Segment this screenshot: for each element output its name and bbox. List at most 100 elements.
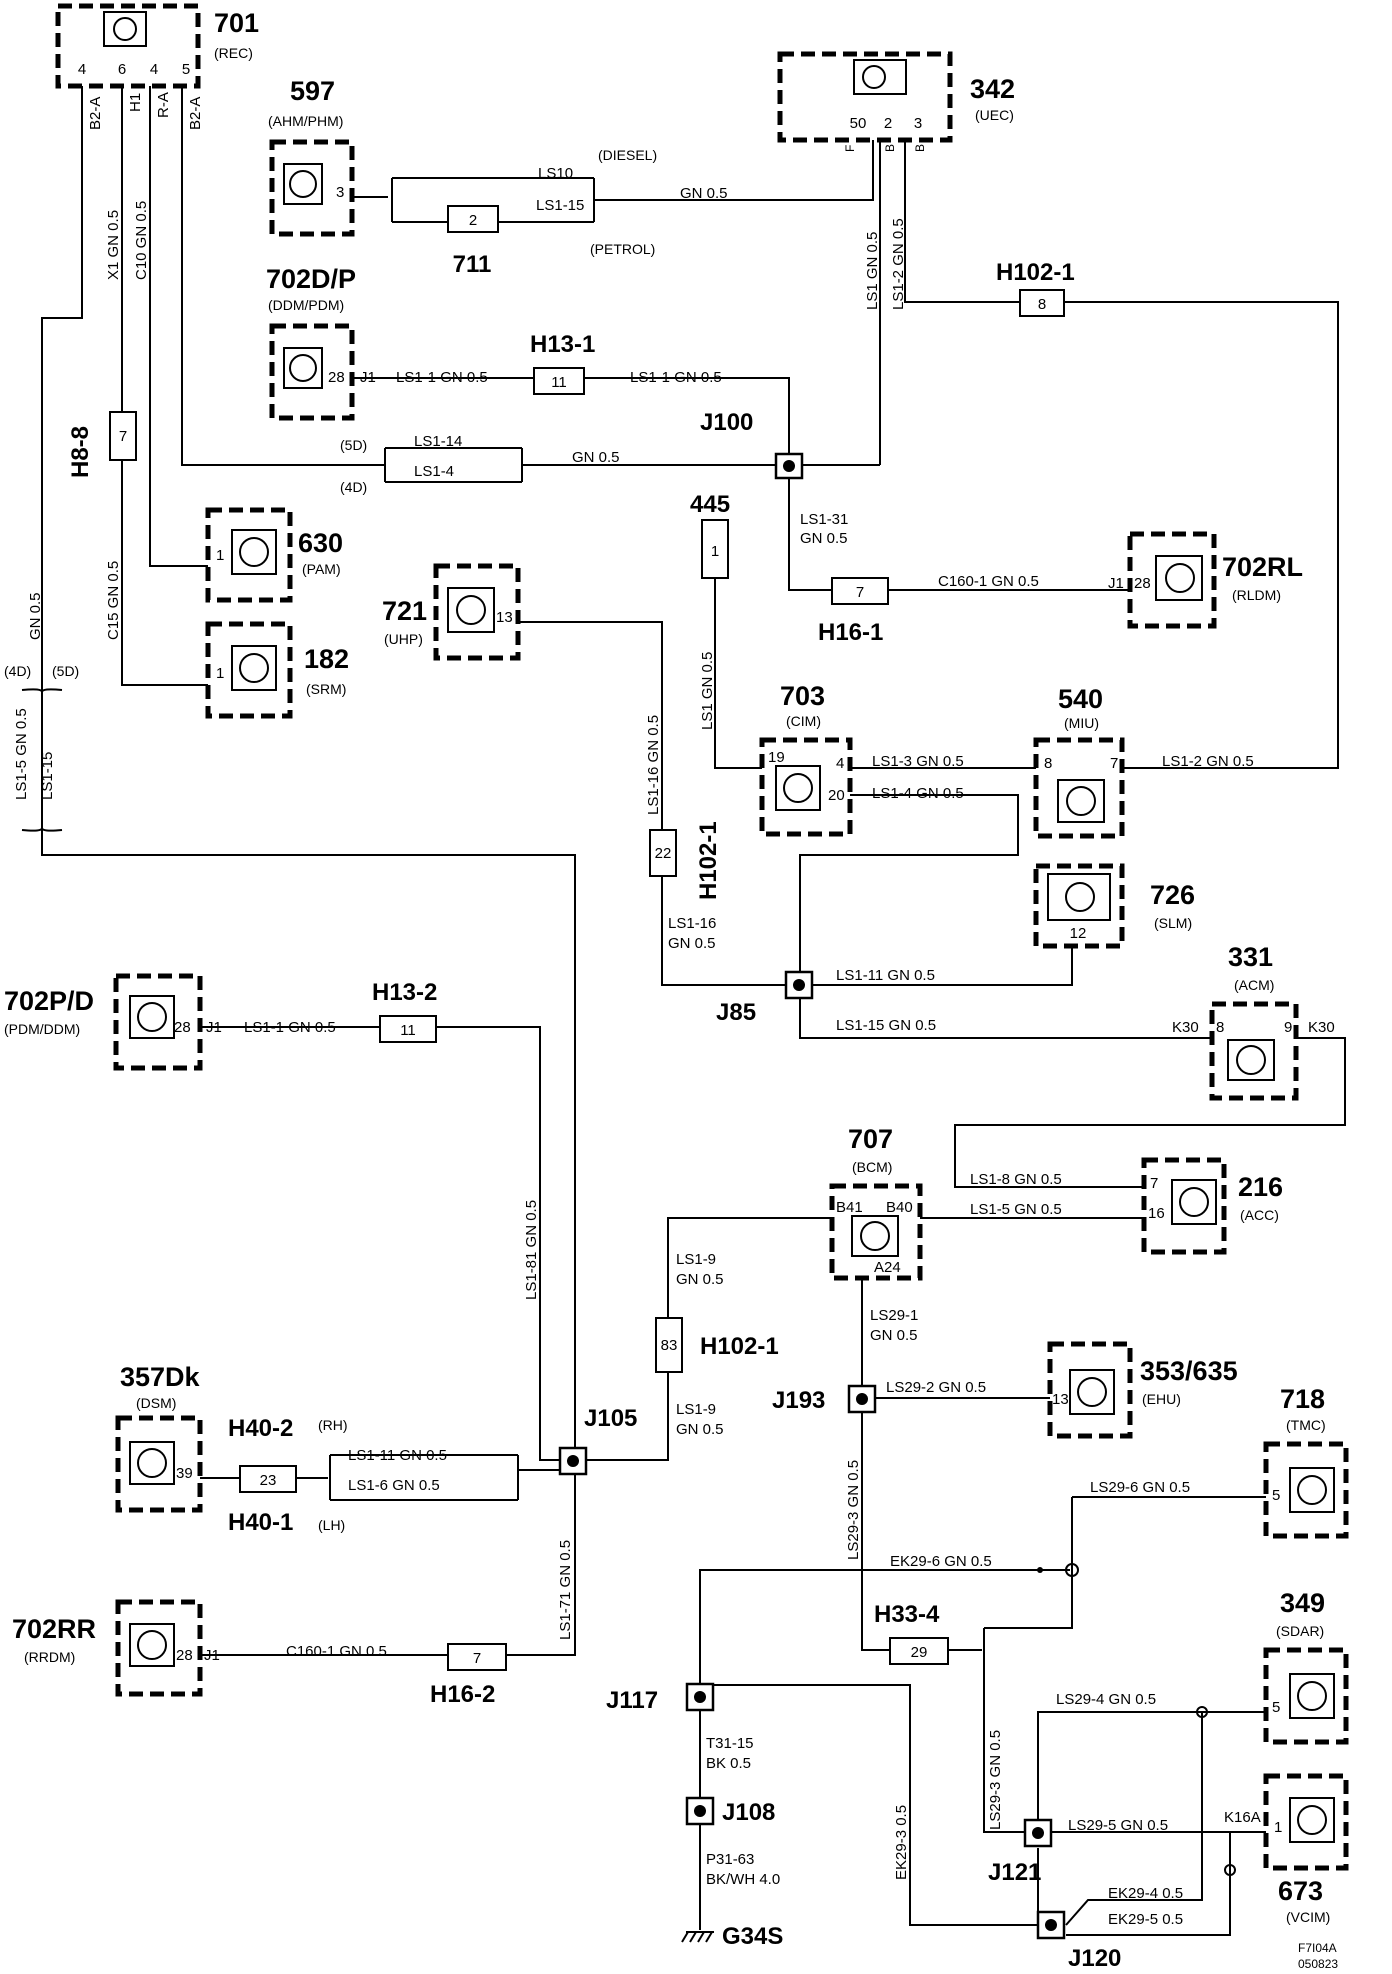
- svg-text:J1: J1: [206, 1019, 222, 1036]
- wire-label: LS1-2 GN 0.5: [1162, 753, 1254, 770]
- svg-text:5: 5: [182, 61, 190, 78]
- svg-text:J193: J193: [772, 1387, 825, 1414]
- connector-h16-1: 7 H16-1: [818, 577, 889, 646]
- wire-label: EK29-6 GN 0.5: [890, 1553, 992, 1570]
- svg-text:39: 39: [176, 1465, 193, 1482]
- svg-text:H8-8: H8-8: [67, 426, 94, 478]
- svg-text:50: 50: [850, 115, 867, 132]
- svg-text:7: 7: [1150, 1175, 1158, 1192]
- component-id: 707: [848, 1124, 893, 1154]
- svg-text:6: 6: [118, 61, 126, 78]
- component-name: (CIM): [786, 713, 821, 729]
- wires: [41, 62, 1346, 1936]
- svg-text:(5D): (5D): [340, 437, 367, 453]
- svg-text:(5D): (5D): [52, 663, 79, 679]
- svg-text:J120: J120: [1068, 1945, 1121, 1972]
- wire-label: LS1-71 GN 0.5: [557, 1540, 574, 1640]
- svg-text:28: 28: [328, 369, 345, 386]
- svg-text:83: 83: [661, 1337, 678, 1354]
- component-name: (VCIM): [1286, 1909, 1330, 1925]
- component-name: (TMC): [1286, 1417, 1326, 1433]
- svg-text:F7I04A: F7I04A: [1298, 1941, 1337, 1955]
- connector-h102-1-83: 83 H102-1: [655, 1317, 779, 1373]
- component-name: (PAM): [302, 561, 341, 577]
- component-id: 630: [298, 528, 343, 558]
- component-name: (BCM): [852, 1159, 892, 1175]
- svg-text:7: 7: [856, 584, 864, 601]
- svg-text:13: 13: [1052, 1391, 1069, 1408]
- svg-text:J85: J85: [716, 999, 756, 1026]
- svg-text:7: 7: [119, 428, 127, 445]
- wire-label: LS29-1: [870, 1307, 918, 1324]
- component-name: (SLM): [1154, 915, 1192, 931]
- component-id: 702RR: [12, 1614, 96, 1644]
- component-name: (RRDM): [24, 1649, 75, 1665]
- wire-label: R-A: [155, 92, 172, 118]
- svg-text:G34S: G34S: [722, 1923, 783, 1950]
- component-216: 7 16 216 (ACC): [1141, 1157, 1283, 1255]
- component-630: 1 630 (PAM): [205, 507, 343, 603]
- wire-label: LS1-16: [668, 915, 716, 932]
- component-name: (DDM/PDM): [268, 297, 344, 313]
- wire-label: LS1-11 GN 0.5: [836, 967, 935, 984]
- svg-text:J1: J1: [204, 1647, 220, 1664]
- wire-label: LS29-4 GN 0.5: [1056, 1691, 1156, 1708]
- svg-text:23: 23: [260, 1472, 277, 1489]
- wire-label: LS1-11 GN 0.5: [348, 1447, 447, 1464]
- svg-text:H33-4: H33-4: [874, 1601, 940, 1628]
- svg-text:H13-2: H13-2: [372, 979, 437, 1006]
- svg-text:22: 22: [655, 845, 672, 862]
- svg-text:2: 2: [884, 115, 892, 132]
- svg-text:B41: B41: [836, 1199, 863, 1216]
- wire-label: LS29-3 GN 0.5: [845, 1460, 862, 1560]
- svg-text:19: 19: [768, 749, 785, 766]
- connector-h102-1-22: 22 H102-1: [649, 821, 722, 900]
- svg-text:3: 3: [914, 115, 922, 132]
- svg-text:1: 1: [1274, 1819, 1282, 1836]
- component-703: 19 4 20 703 (CIM): [759, 681, 853, 837]
- wire-label: GN 0.5: [676, 1421, 724, 1438]
- component-name: (SDAR): [1276, 1623, 1324, 1639]
- component-721: 13 721 (UHP): [382, 563, 521, 661]
- svg-text:29: 29: [911, 1644, 928, 1661]
- component-name: (ACM): [1234, 977, 1274, 993]
- svg-text:F: F: [843, 145, 857, 152]
- wire-label: B2-A: [187, 97, 204, 130]
- wire-label: X1 GN 0.5: [105, 210, 122, 280]
- component-id: 726: [1150, 880, 1195, 910]
- component-id: 673: [1278, 1876, 1323, 1906]
- wire-label: B2-A: [87, 97, 104, 130]
- component-182: 1 182 (SRM): [205, 621, 349, 719]
- svg-text:7: 7: [473, 1650, 481, 1667]
- svg-text:B40: B40: [886, 1199, 913, 1216]
- svg-text:H102-1: H102-1: [996, 259, 1075, 286]
- component-597: 597 (AHM/PHM) 3: [268, 76, 355, 237]
- component-name: (UEC): [975, 107, 1014, 123]
- svg-text:1: 1: [711, 543, 719, 560]
- wire-label: LS1-1 GN 0.5: [244, 1019, 336, 1036]
- junction-j108: J108: [685, 1796, 775, 1826]
- component-707: B41 B40 A24 707 (BCM): [829, 1124, 923, 1281]
- svg-text:7: 7: [1110, 755, 1118, 772]
- component-id: 718: [1280, 1384, 1325, 1414]
- svg-text:H13-1: H13-1: [530, 331, 595, 358]
- component-701: 701 (REC) 4 6 4 5: [55, 3, 259, 89]
- svg-text:A24: A24: [874, 1259, 901, 1276]
- svg-text:1: 1: [216, 665, 224, 682]
- svg-text:3: 3: [336, 184, 344, 201]
- component-718: 5 718 (TMC): [1263, 1384, 1349, 1539]
- wire-label: EK29-5 0.5: [1108, 1911, 1183, 1928]
- svg-text:11: 11: [551, 374, 567, 391]
- wire-label: BK/WH 4.0: [706, 1871, 780, 1888]
- component-name: (RLDM): [1232, 587, 1281, 603]
- wire-label: LS1 GN 0.5: [699, 652, 716, 730]
- svg-text:B: B: [883, 144, 897, 152]
- wire-label: C15 GN 0.5: [105, 561, 122, 640]
- svg-text:1: 1: [216, 547, 224, 564]
- component-id: 357Dk: [120, 1362, 201, 1392]
- svg-text:11: 11: [400, 1022, 416, 1039]
- svg-text:H16-2: H16-2: [430, 1681, 495, 1708]
- wire-label: LS1-4 GN 0.5: [872, 785, 964, 802]
- wire-label: LS1-3 GN 0.5: [872, 753, 964, 770]
- svg-text:5: 5: [1272, 1487, 1280, 1504]
